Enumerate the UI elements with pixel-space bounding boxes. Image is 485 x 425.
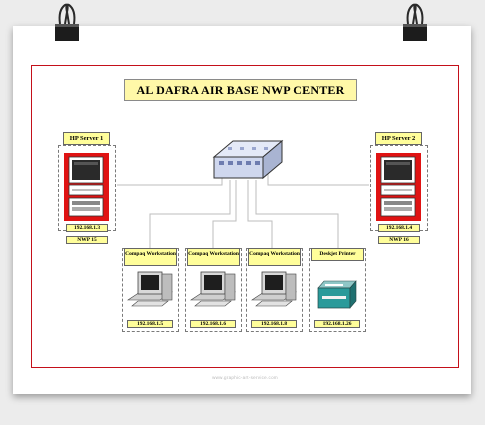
printer-name: Deskjet Printer xyxy=(311,248,364,261)
workstation-2-ip: 192.168.1.6 xyxy=(190,320,236,328)
server-2-ip: 192.168.1.4 xyxy=(378,224,420,232)
server-2-name: HP Server 2 xyxy=(375,132,422,145)
server-1-name: HP Server 1 xyxy=(63,132,110,145)
server-1-nwp: NWP 15 xyxy=(66,236,108,244)
workstation-3-name: Compaq Workstation xyxy=(248,248,301,266)
workstation-3-ip: 192.168.1.8 xyxy=(251,320,297,328)
binder-clip-icon xyxy=(55,3,79,41)
workstation-1-ip: 192.168.1.5 xyxy=(127,320,173,328)
server-1-ip: 192.168.1.3 xyxy=(66,224,108,232)
server-2-nwp: NWP 16 xyxy=(378,236,420,244)
printer-ip: 192.168.1.26 xyxy=(314,320,360,328)
binder-clip-icon xyxy=(403,3,427,41)
workstation-2-name: Compaq Workstation xyxy=(187,248,240,266)
diagram-title: AL DAFRA AIR BASE NWP CENTER xyxy=(124,79,357,101)
diagram-frame xyxy=(31,65,459,368)
footer-watermark: www.graphic-art-service.com xyxy=(212,375,278,380)
workstation-1-name: Compaq Workstation xyxy=(124,248,177,266)
